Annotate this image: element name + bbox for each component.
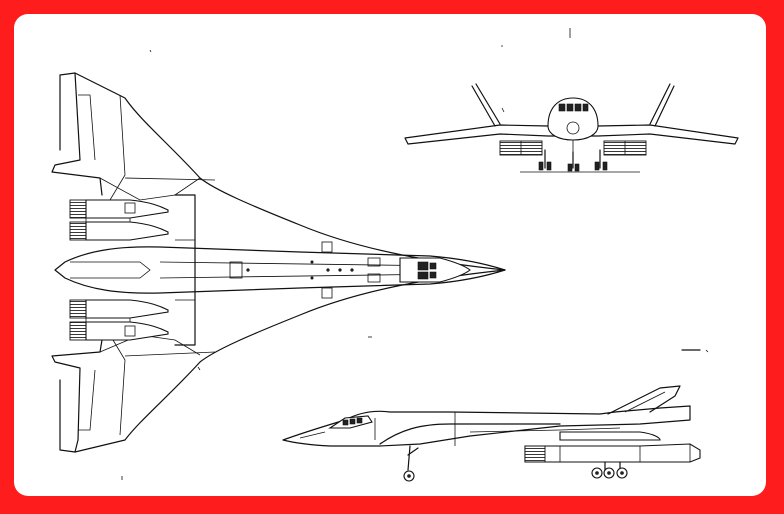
front-view (404, 28, 739, 173)
top-view-left-wing-outline (59, 72, 506, 271)
side-view-engine-nacelle (524, 443, 701, 463)
top-view-fuselage (54, 246, 506, 294)
side-view-tail-fin (607, 385, 681, 415)
top-view-right-wing-outline (59, 269, 506, 453)
three-view-drawing (51, 28, 739, 482)
drawing-sheet (14, 14, 766, 496)
top-view-lower-engines (69, 299, 169, 341)
side-view (282, 349, 709, 482)
side-view-fuselage (282, 405, 691, 447)
top-view-cockpit (399, 257, 471, 283)
top-view-upper-wingtip (51, 72, 103, 196)
top-view-upper-engines (69, 199, 169, 241)
top-view (51, 49, 506, 480)
